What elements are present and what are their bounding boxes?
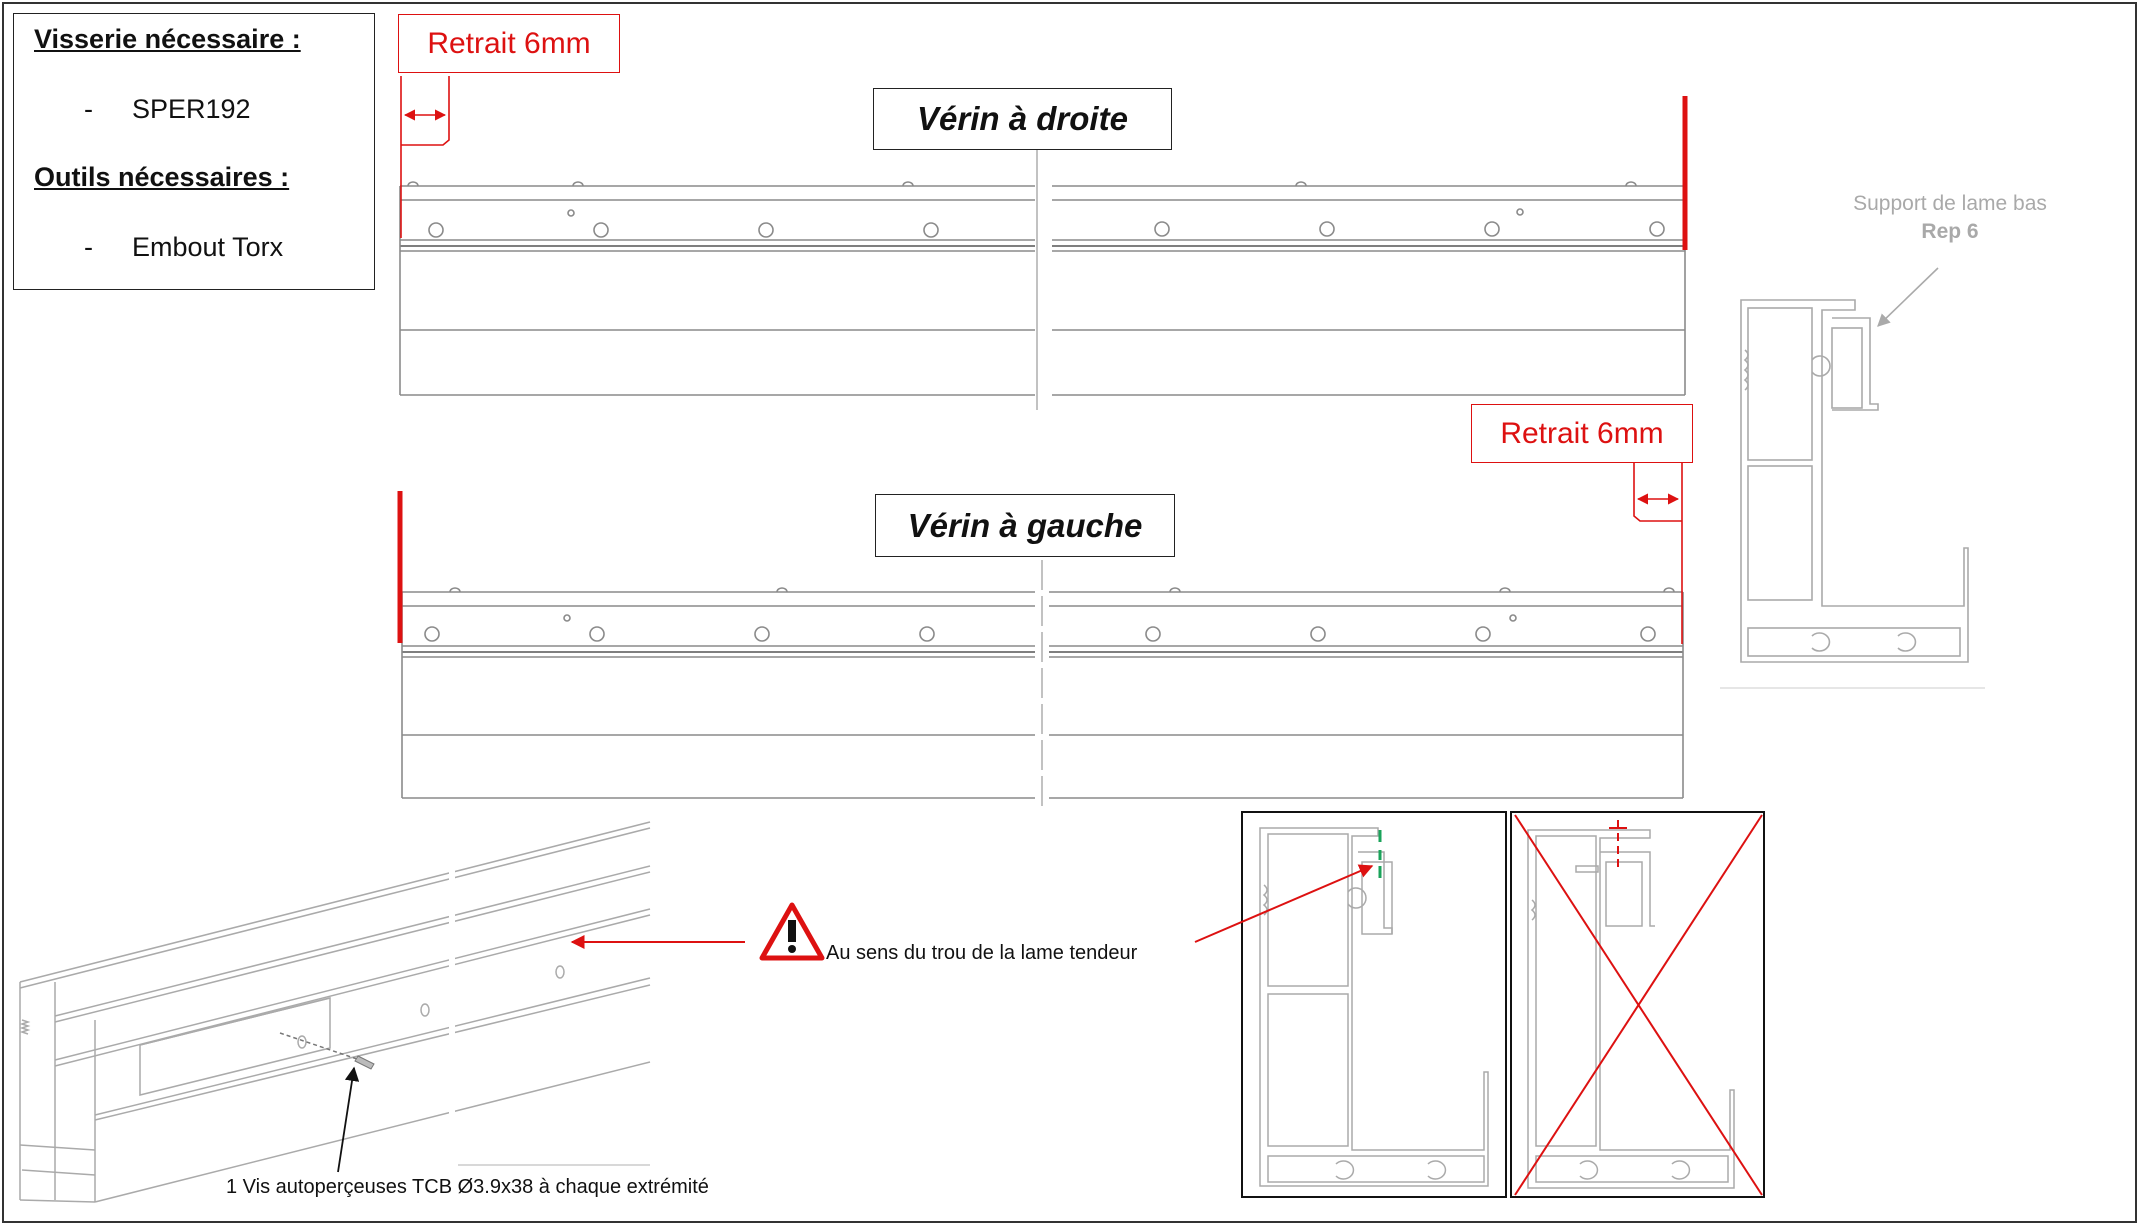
title-verin-gauche: Vérin à gauche [875, 494, 1175, 557]
bottom-profile-drawing [401, 560, 1684, 810]
detail-box-correct [1241, 811, 1507, 1198]
screws-heading: Visserie nécessaire : [34, 24, 301, 54]
detail-pointer-arrow [1194, 864, 1374, 943]
screw-drawing [279, 1032, 375, 1070]
detail-box-incorrect [1510, 811, 1765, 1198]
retrait-label-bottom: Retrait 6mm [1471, 404, 1693, 463]
side-section-label: Support de lame bas [1853, 192, 2047, 215]
screw-item: -SPER192 [84, 94, 251, 124]
warning-icon [759, 902, 825, 961]
requirements-box: Visserie nécessaire : -SPER192 Outils né… [13, 13, 375, 290]
top-retrait-dimension [400, 76, 450, 238]
direction-note: Au sens du trou de la lame tendeur [826, 942, 1138, 964]
tools-heading: Outils nécessaires : [34, 162, 290, 192]
cross-line-b [1514, 814, 1763, 1196]
side-section-drawing [1720, 299, 1985, 689]
screw-pointer-arrow [337, 1066, 360, 1173]
screw-note: 1 Vis autoperçeuses TCB Ø3.9x38 à chaque… [226, 1176, 709, 1198]
bottom-retrait-dimension [1633, 462, 1683, 644]
side-section-ref: Rep 6 [1921, 220, 1979, 243]
tool-item: -Embout Torx [84, 232, 284, 262]
title-verin-droite: Vérin à droite [873, 88, 1172, 150]
top-profile-drawing [399, 150, 1686, 410]
isometric-profile-drawing [19, 821, 651, 1203]
retrait-label-top: Retrait 6mm [398, 14, 620, 73]
side-pointer-arrow [1877, 267, 1939, 327]
